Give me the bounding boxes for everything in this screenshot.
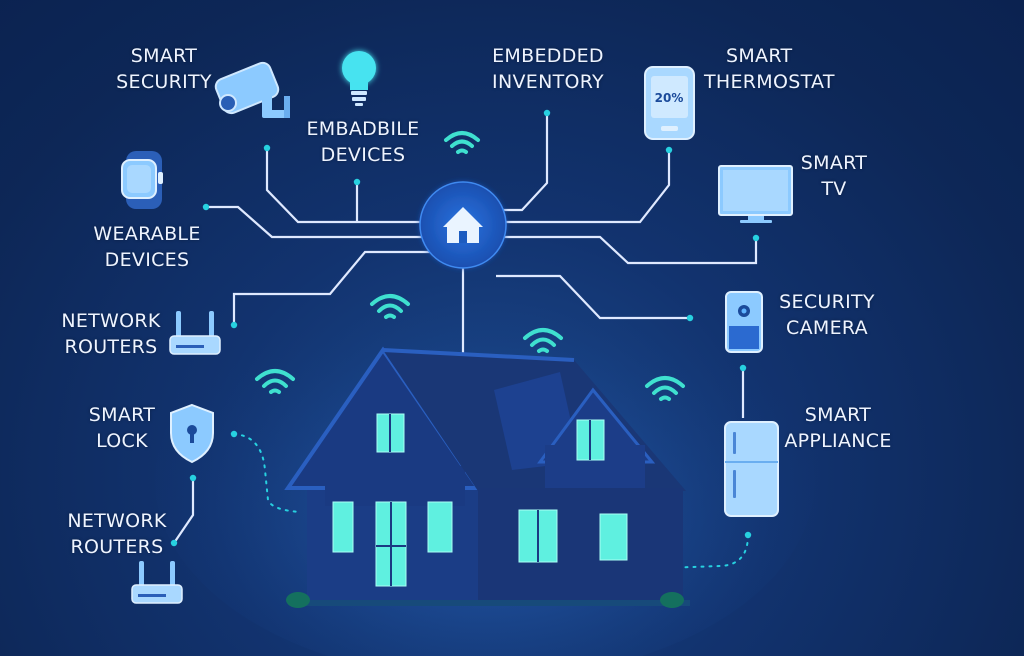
label-smart-tv: SMART TV bbox=[800, 152, 868, 200]
dotted-appliance-house bbox=[664, 534, 749, 569]
label-smart-appliance: SMART APPLIANCE bbox=[784, 404, 892, 452]
line-security-camera bbox=[496, 274, 690, 320]
home-hub-icon[interactable] bbox=[419, 181, 507, 269]
line-network-routers bbox=[232, 250, 432, 325]
router-icon bbox=[131, 561, 183, 604]
refrigerator-icon bbox=[724, 421, 779, 517]
thermostat-icon bbox=[644, 66, 695, 140]
label-network-routers-bottom: NETWORK ROUTERS bbox=[67, 510, 167, 558]
label-wearable-devices: WEARABLE DEVICES bbox=[93, 223, 201, 271]
label-network-routers-top: NETWORK ROUTERS bbox=[61, 310, 161, 358]
connector-lines bbox=[173, 113, 758, 544]
router-icon bbox=[169, 311, 221, 355]
security-camera-icon bbox=[214, 61, 290, 118]
security-camera-device-icon bbox=[725, 291, 763, 353]
line-wearable bbox=[206, 205, 432, 239]
light-bulb-icon bbox=[342, 51, 376, 106]
label-smart-security: SMART SECURITY bbox=[116, 45, 212, 93]
lock-shield-icon bbox=[170, 403, 214, 464]
line-lock-router bbox=[173, 478, 195, 544]
thermostat-display: 20% bbox=[655, 91, 684, 105]
smartwatch-icon bbox=[121, 151, 163, 209]
label-security-camera: SECURITY CAMERA bbox=[779, 291, 875, 339]
line-smart-tv bbox=[496, 235, 758, 265]
dotted-lock-house bbox=[233, 433, 301, 513]
line-smart-security bbox=[265, 148, 432, 224]
line-embedded-inventory bbox=[496, 113, 549, 212]
label-embedded-devices: EMBADBILE DEVICES bbox=[306, 118, 420, 166]
endpoint-dots bbox=[170, 109, 760, 547]
label-smart-lock: SMART LOCK bbox=[88, 404, 156, 452]
wifi-icon bbox=[255, 131, 685, 401]
label-embedded-inventory: EMBEDDED INVENTORY bbox=[492, 45, 604, 93]
dotted-lines bbox=[233, 433, 749, 569]
label-smart-thermostat: SMART THERMOSTAT bbox=[704, 45, 835, 93]
line-thermostat bbox=[496, 150, 671, 224]
house-illustration bbox=[284, 346, 690, 608]
tv-icon bbox=[718, 165, 793, 223]
